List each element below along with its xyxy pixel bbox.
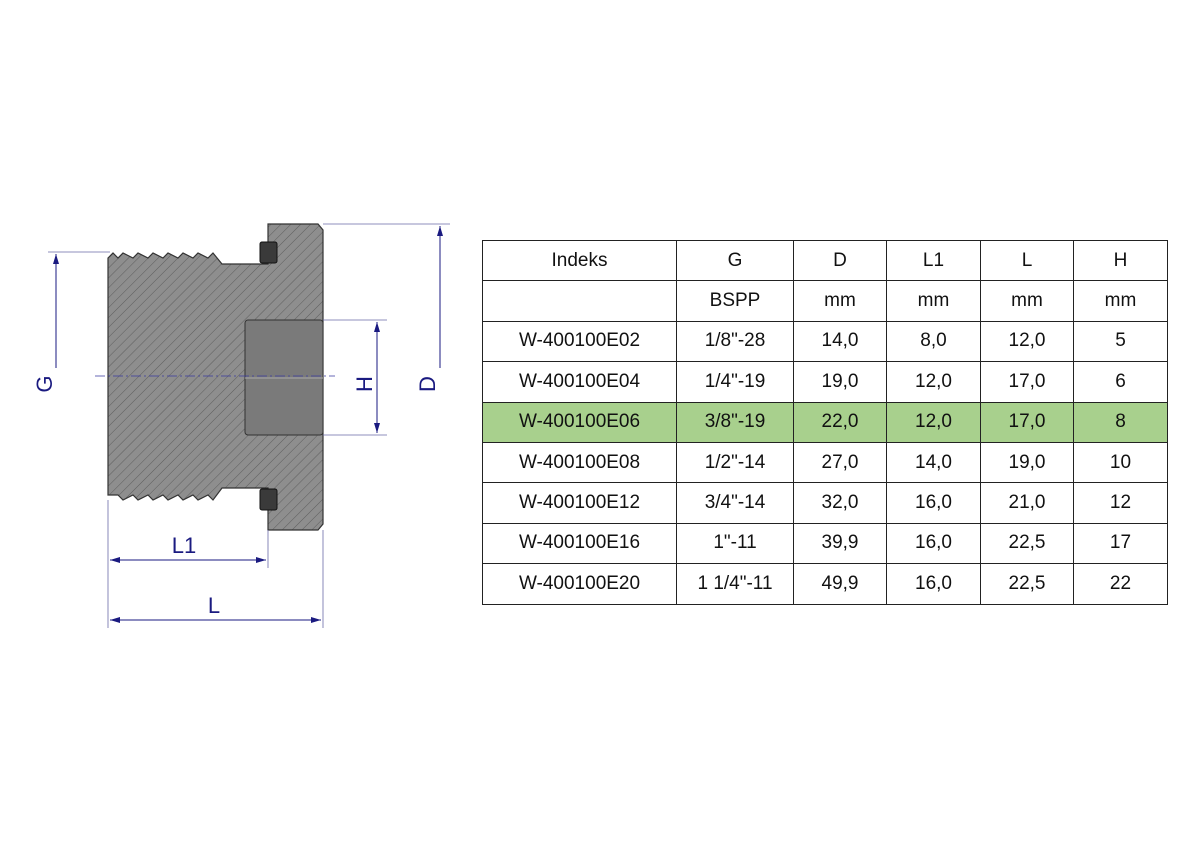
cell-d: 49,9 (793, 563, 887, 605)
cell-h: mm (1073, 280, 1168, 322)
cell-d: 27,0 (793, 441, 887, 484)
cell-h: 8 (1073, 401, 1168, 443)
cell-index: W-400100E08 (482, 441, 677, 484)
cell-l1: 12,0 (886, 361, 981, 403)
cell-l: 17,0 (980, 401, 1074, 443)
cell-l: L (980, 239, 1074, 282)
cell-l: 17,0 (980, 361, 1074, 403)
cell-g: 1/8"-28 (676, 320, 794, 363)
cell-index: W-400100E20 (482, 563, 677, 605)
cell-h: 6 (1073, 361, 1168, 403)
cell-g: 3/4"-14 (676, 482, 794, 524)
cell-g: 1"-11 (676, 522, 794, 565)
plug-cross-section-drawing: G H D L1 L (32, 223, 450, 628)
cell-l: 19,0 (980, 441, 1074, 484)
cell-d: mm (793, 280, 887, 322)
cell-g: 1/4"-19 (676, 361, 794, 403)
cell-d: 14,0 (793, 320, 887, 363)
cell-h: 12 (1073, 482, 1168, 524)
cell-g: 3/8"-19 (676, 401, 794, 443)
cell-d: D (793, 239, 887, 282)
cell-index: W-400100E04 (482, 361, 677, 403)
cell-h: 22 (1073, 563, 1168, 605)
cell-l1: 14,0 (886, 441, 981, 484)
cell-index: W-400100E16 (482, 522, 677, 565)
cell-l: 12,0 (980, 320, 1074, 363)
cell-l1: 16,0 (886, 482, 981, 524)
cell-l1: 8,0 (886, 320, 981, 363)
cell-index (482, 280, 677, 322)
cell-g: 1/2"-14 (676, 441, 794, 484)
label-g: G (32, 375, 57, 392)
cell-l1: L1 (886, 239, 981, 282)
o-ring-seal-top (259, 241, 278, 264)
cell-l1: 16,0 (886, 522, 981, 565)
cell-h: 17 (1073, 522, 1168, 565)
cell-index: W-400100E02 (482, 320, 677, 363)
label-h: H (352, 376, 377, 392)
cell-d: 19,0 (793, 361, 887, 403)
cell-index: W-400100E12 (482, 482, 677, 524)
cell-g: BSPP (676, 280, 794, 322)
label-d: D (415, 376, 440, 392)
cell-l: 22,5 (980, 563, 1074, 605)
cell-l1: 16,0 (886, 563, 981, 605)
cell-l: 22,5 (980, 522, 1074, 565)
cell-g: G (676, 239, 794, 282)
cell-h: 5 (1073, 320, 1168, 363)
cell-d: 39,9 (793, 522, 887, 565)
cell-index: Indeks (482, 239, 677, 282)
o-ring-seal-bottom (259, 488, 278, 511)
cell-index: W-400100E06 (482, 401, 677, 443)
cell-l: mm (980, 280, 1074, 322)
label-l1: L1 (172, 533, 196, 558)
cell-l1: mm (886, 280, 981, 322)
cell-d: 32,0 (793, 482, 887, 524)
cell-l1: 12,0 (886, 401, 981, 443)
cell-h: 10 (1073, 441, 1168, 484)
label-l: L (208, 593, 220, 618)
cell-d: 22,0 (793, 401, 887, 443)
cell-l: 21,0 (980, 482, 1074, 524)
cell-h: H (1073, 239, 1168, 282)
cell-g: 1 1/4"-11 (676, 563, 794, 605)
